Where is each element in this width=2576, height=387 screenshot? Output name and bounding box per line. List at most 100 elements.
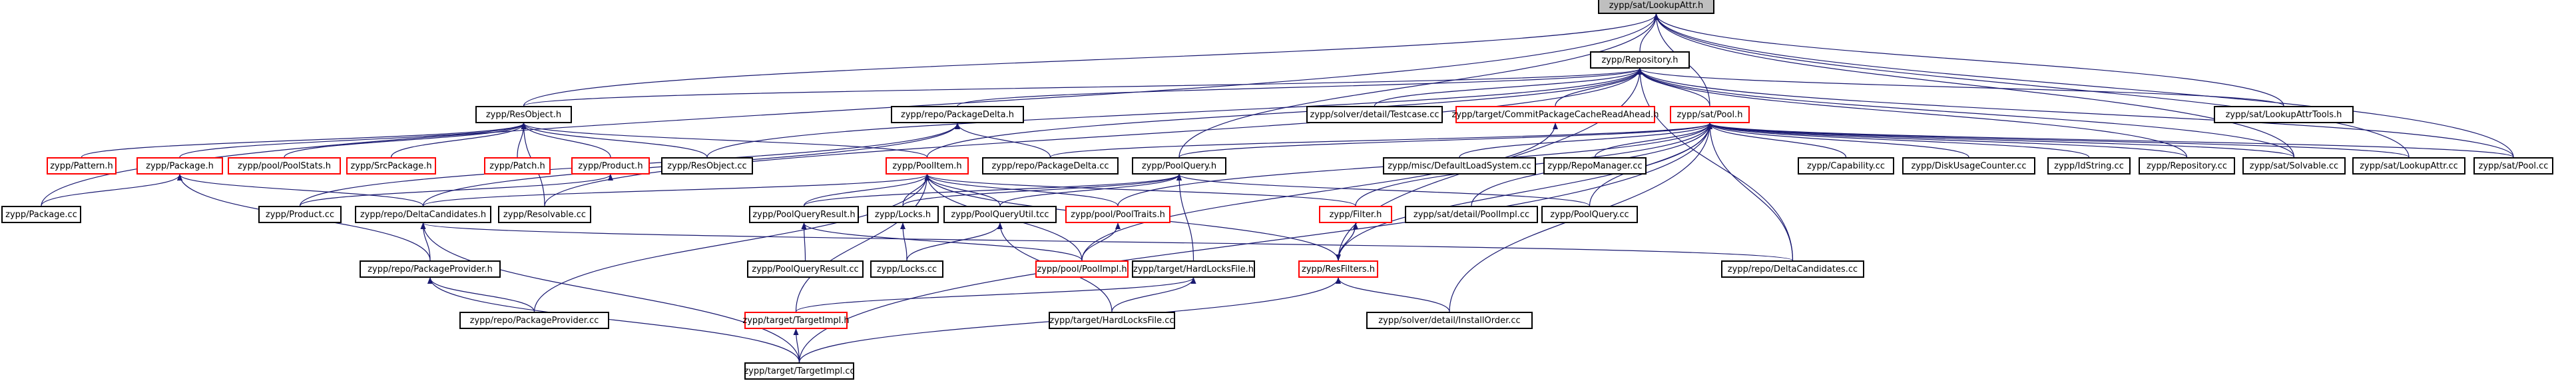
graph-node[interactable]: zypp/SrcPackage.h — [346, 157, 436, 175]
graph-node[interactable]: zypp/Patch.h — [484, 157, 551, 175]
dependency-edge — [801, 222, 807, 261]
dependency-edge — [41, 174, 182, 206]
graph-node[interactable]: zypp/Package.h — [136, 157, 223, 175]
dependency-edge — [1594, 123, 1712, 158]
graph-node: zypp/sat/LookupAttr.h — [1598, 0, 1714, 14]
graph-node[interactable]: zypp/Filter.h — [1319, 206, 1392, 223]
dependency-edge — [1653, 13, 2284, 107]
graph-node[interactable]: zypp/PoolQuery.cc — [1541, 206, 1638, 223]
dependency-edge — [523, 13, 1659, 107]
graph-node[interactable]: zypp/target/CommitPackageCacheReadAhead.… — [1451, 106, 1659, 123]
graph-node[interactable]: zypp/misc/DefaultLoadSystem.cc — [1383, 157, 1536, 175]
graph-node[interactable]: zypp/sat/Pool.cc — [2473, 157, 2553, 175]
dependency-edge — [177, 174, 424, 206]
dependency-edge — [1081, 222, 1121, 261]
dependency-edge — [798, 123, 1712, 363]
dependency-edge — [1111, 277, 1196, 312]
graph-node[interactable]: zypp/ResObject.cc — [661, 157, 753, 175]
graph-node[interactable]: zypp/DiskUsageCounter.cc — [1902, 157, 2035, 175]
dependency-edge — [521, 123, 708, 158]
dependency-edge — [1707, 123, 2188, 158]
graph-node[interactable]: zypp/repo/DeltaCandidates.h — [355, 206, 491, 223]
graph-node[interactable]: zypp/Locks.cc — [870, 260, 943, 278]
graph-node[interactable]: zypp/Resolvable.cc — [498, 206, 591, 223]
dependency-edge — [427, 277, 800, 363]
graph-node[interactable]: zypp/Repository.h — [1590, 51, 1690, 69]
graph-node[interactable]: zypp/ResFilters.h — [1298, 260, 1378, 278]
graph-node[interactable]: zypp/sat/LookupAttrTools.h — [2214, 106, 2354, 123]
graph-node[interactable]: zypp/ResObject.h — [475, 106, 572, 123]
graph-node[interactable]: zypp/target/TargetImpl.cc — [744, 362, 855, 380]
dependency-edge — [1555, 68, 1643, 107]
graph-node[interactable]: zypp/sat/LookupAttr.cc — [2352, 157, 2465, 175]
graph-node[interactable]: zypp/Capability.cc — [1798, 157, 1894, 175]
graph-node[interactable]: zypp/repo/PackageDelta.cc — [982, 157, 1119, 175]
dependency-edge — [1707, 123, 2514, 158]
dependency-edge — [1178, 123, 1712, 158]
dependency-edge — [1637, 68, 2514, 158]
dependency-edge — [1336, 222, 1356, 261]
graph-node[interactable]: zypp/Product.cc — [258, 206, 342, 223]
graph-node[interactable]: zypp/repo/PackageDelta.h — [891, 106, 1024, 123]
graph-node[interactable]: zypp/solver/detail/Testcase.cc — [1306, 106, 1443, 123]
dependency-edge — [1176, 174, 1194, 261]
graph-node[interactable]: zypp/sat/Solvable.cc — [2242, 157, 2346, 175]
graph-node[interactable]: zypp/Repository.cc — [2139, 157, 2235, 175]
dependency-edge — [803, 174, 930, 206]
dependency-edge — [1707, 123, 1969, 158]
graph-node[interactable]: zypp/target/TargetImpl.h — [742, 312, 850, 329]
dependency-edge — [1374, 68, 1643, 107]
graph-node[interactable]: zypp/target/HardLocksFile.cc — [1049, 312, 1175, 329]
dependency-edge — [1459, 123, 1712, 158]
dependency-edge — [926, 68, 1643, 158]
dependency-edge — [1707, 123, 2090, 158]
graph-node[interactable]: zypp/pool/PoolImpl.h — [1035, 260, 1129, 278]
dependency-edge — [284, 123, 527, 158]
dependency-edge — [924, 174, 1119, 206]
graph-node[interactable]: zypp/PoolItem.h — [886, 157, 969, 175]
dependency-edge — [1589, 123, 1712, 206]
graph-node[interactable]: zypp/sat/detail/PoolImpl.cc — [1405, 206, 1538, 223]
dependency-edge — [1707, 123, 2410, 158]
dependency-edge — [299, 174, 613, 206]
graph-node[interactable]: zypp/pool/PoolStats.h — [228, 157, 341, 175]
dependency-edge — [1176, 174, 1591, 206]
dependency-edge — [999, 174, 1182, 206]
graph-node[interactable]: zypp/IdString.cc — [2047, 157, 2131, 175]
dependency-edge — [521, 123, 611, 158]
dependency-edge — [427, 277, 535, 312]
dependency-edge — [1336, 277, 1450, 312]
graph-node[interactable]: zypp/PoolQueryResult.h — [749, 206, 859, 223]
graph-node[interactable]: zypp/Pattern.h — [47, 157, 117, 175]
graph-node[interactable]: zypp/target/HardLocksFile.h — [1132, 260, 1255, 278]
dependency-edge — [420, 222, 800, 363]
graph-node[interactable]: zypp/PoolQueryUtil.tcc — [943, 206, 1057, 223]
dependency-edge — [1707, 123, 1847, 158]
dependency-edge — [179, 123, 527, 158]
graph-node[interactable]: zypp/PoolQueryResult.cc — [747, 260, 864, 278]
dependency-edge — [1637, 68, 2284, 107]
dependency-edge — [801, 222, 1083, 261]
graph-node[interactable]: zypp/Locks.h — [867, 206, 939, 223]
dependency-edge — [1081, 123, 1558, 261]
graph-node[interactable]: zypp/repo/PackageProvider.cc — [459, 312, 609, 329]
graph-node[interactable]: zypp/PoolQuery.h — [1132, 157, 1226, 175]
graph-node[interactable]: zypp/sat/Pool.h — [1670, 106, 1750, 123]
dependency-edge — [906, 222, 1003, 261]
dependency-edge — [795, 277, 1196, 312]
graph-node[interactable]: zypp/pool/PoolTraits.h — [1065, 206, 1170, 223]
dependency-edge — [924, 174, 1356, 206]
graph-node[interactable]: zypp/solver/detail/InstallOrder.cc — [1366, 312, 1533, 329]
dependency-edge — [421, 222, 1794, 261]
graph-node[interactable]: zypp/Package.cc — [1, 206, 81, 223]
dependency-edge — [81, 123, 527, 158]
graph-node[interactable]: zypp/repo/PackageProvider.h — [360, 260, 501, 278]
dependency-edge — [955, 123, 1051, 158]
graph-node[interactable]: zypp/repo/DeltaCandidates.cc — [1721, 260, 1864, 278]
dependency-edge — [1637, 68, 2188, 158]
dependency-edge — [795, 174, 930, 312]
dependency-edge — [1707, 123, 1794, 261]
graph-node[interactable]: zypp/Product.h — [571, 157, 650, 175]
graph-node[interactable]: zypp/RepoManager.cc — [1543, 157, 1647, 175]
